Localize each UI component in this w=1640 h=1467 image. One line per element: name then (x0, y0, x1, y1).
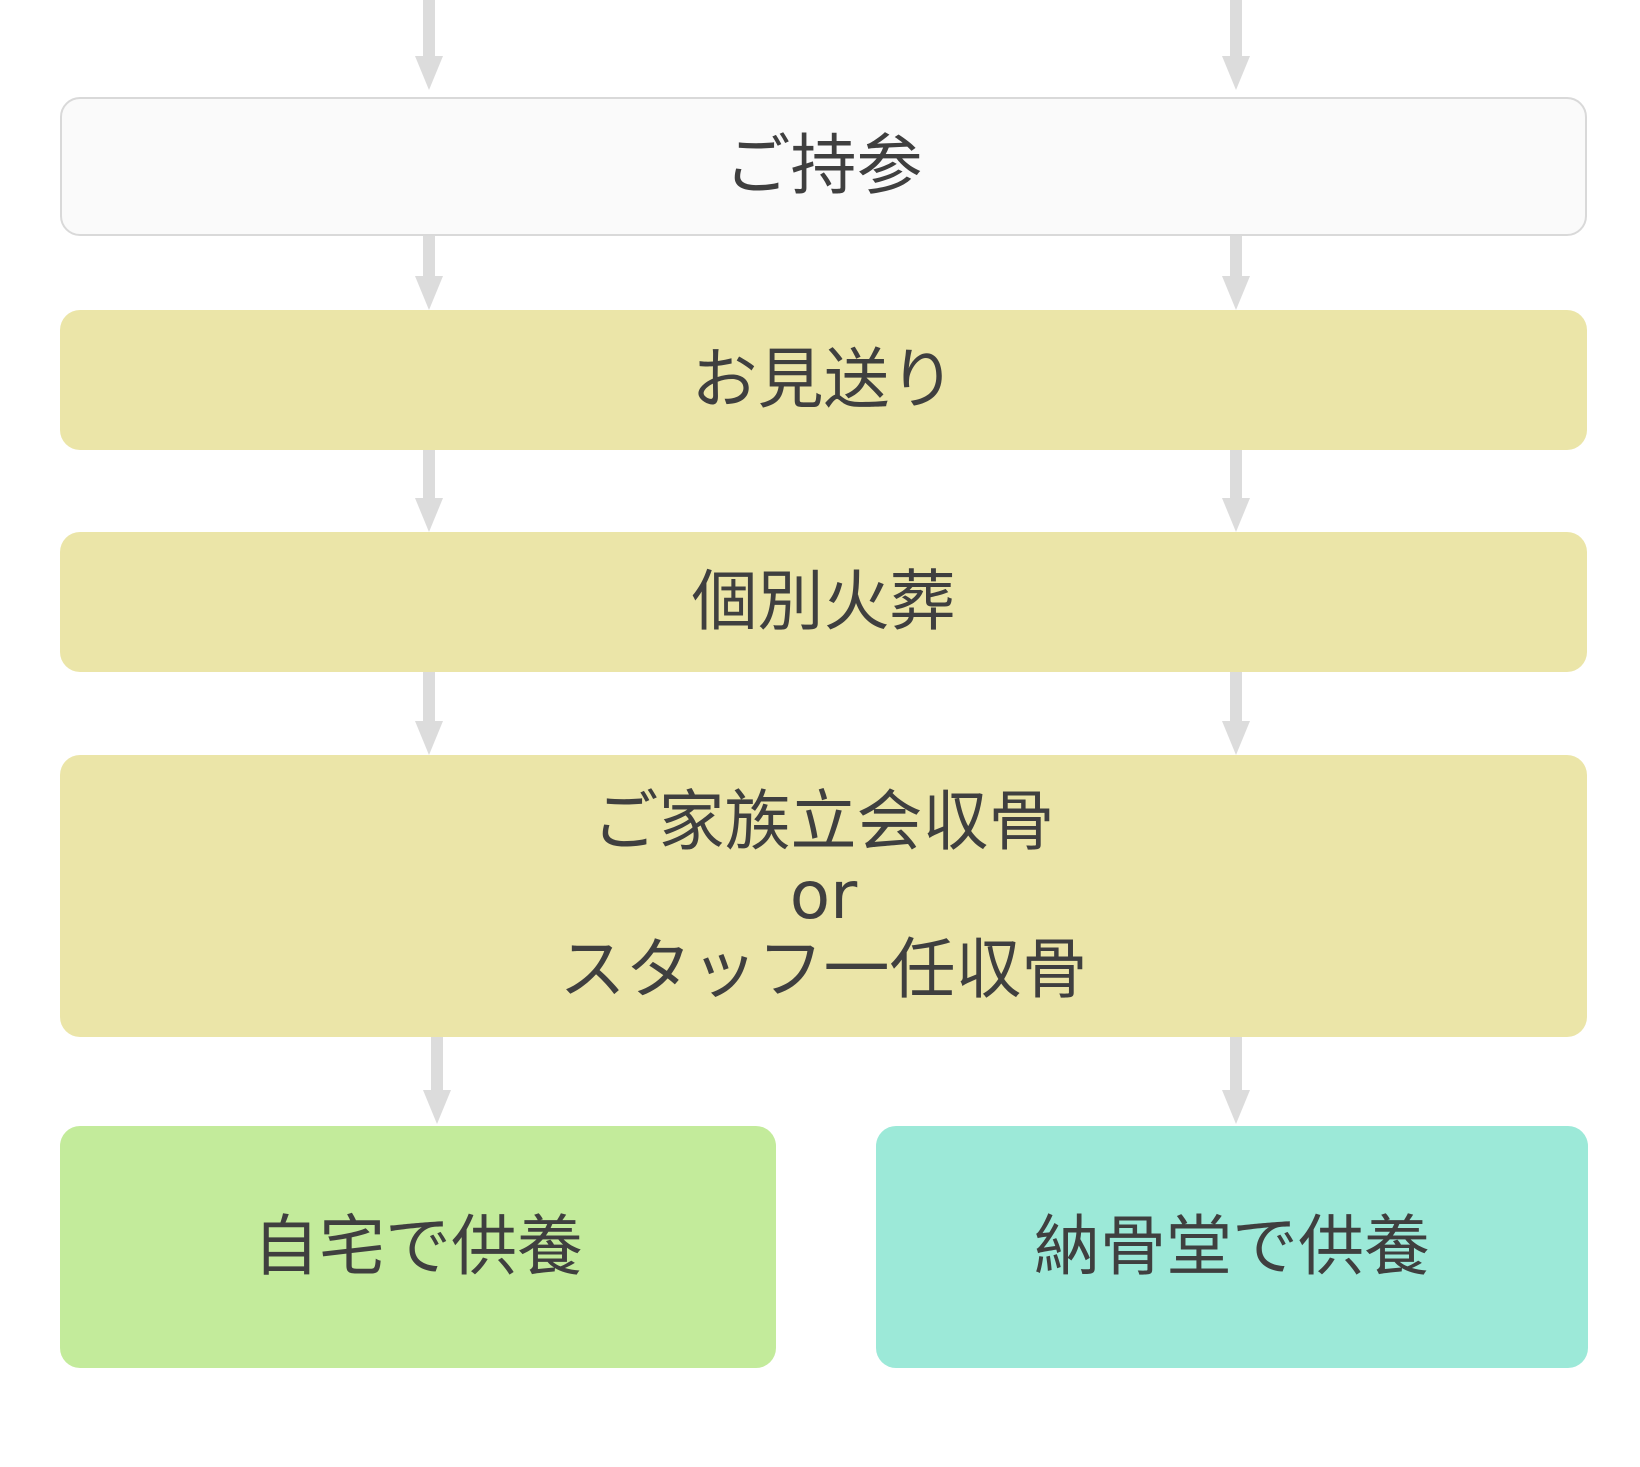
arrow-shaft (1230, 236, 1242, 276)
arrow-head (415, 721, 443, 755)
start-box: ご持参 (60, 97, 1587, 236)
arrow-shaft (1230, 0, 1242, 56)
arrow-head (1222, 276, 1250, 310)
arrow-head (415, 276, 443, 310)
bone-collection-or-label: or (789, 857, 858, 935)
arrow-shaft (1230, 1037, 1242, 1090)
bone-collection-staff-label: スタッフ一任収骨 (559, 930, 1088, 1008)
start-label: ご持参 (724, 127, 923, 205)
columbarium-memorial-box: 納骨堂で供養 (876, 1126, 1588, 1368)
arrow-shaft (1230, 672, 1242, 721)
arrow-head (423, 1090, 451, 1124)
arrow-head (1222, 498, 1250, 532)
home-memorial-label: 自宅で供養 (253, 1207, 583, 1285)
arrow-shaft (423, 0, 435, 56)
home-memorial-box: 自宅で供養 (60, 1126, 776, 1368)
step-send-off-box: お見送り (60, 310, 1587, 450)
arrow-head (1222, 1090, 1250, 1124)
arrow-head (415, 498, 443, 532)
arrow-head (1222, 721, 1250, 755)
arrow-head (1222, 56, 1250, 90)
arrow-shaft (423, 236, 435, 276)
arrow-shaft (423, 450, 435, 498)
arrow-shaft (431, 1037, 443, 1090)
step-cremation-label: 個別火葬 (691, 562, 956, 640)
arrow-head (415, 56, 443, 90)
arrow-shaft (423, 672, 435, 721)
step-send-off-label: お見送り (691, 340, 956, 418)
arrow-shaft (1230, 450, 1242, 498)
bone-collection-family-label: ご家族立会収骨 (592, 783, 1055, 861)
step-cremation-box: 個別火葬 (60, 532, 1587, 672)
step-bone-collection-box: ご家族立会収骨 or スタッフ一任収骨 (60, 755, 1587, 1037)
columbarium-memorial-label: 納骨堂で供養 (1034, 1207, 1430, 1285)
